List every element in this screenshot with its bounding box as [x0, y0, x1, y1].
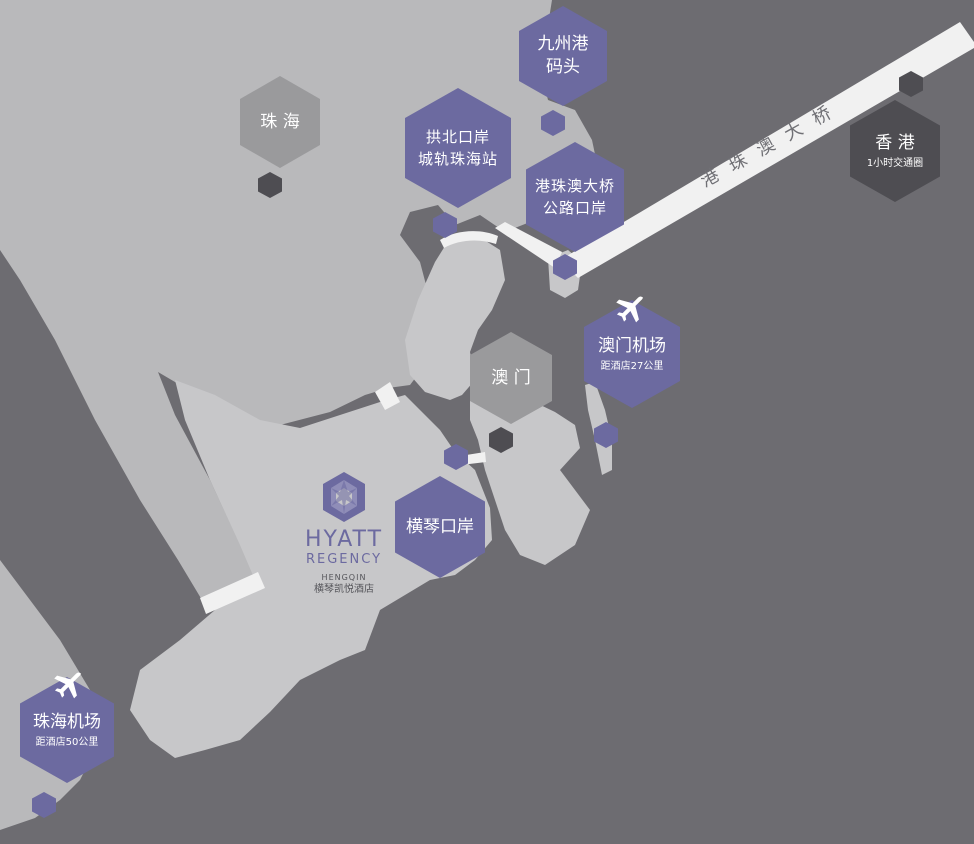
hotel-chinese-name: 横琴凯悦酒店: [314, 584, 374, 595]
airplane-icon: [616, 296, 643, 323]
zhuhai-airport-label: 珠海机场 距酒店50公里: [20, 677, 114, 783]
location-marker-icon: [594, 422, 618, 448]
hotel-subbrand: REGENCY: [305, 552, 383, 567]
macau-peninsula: [405, 236, 505, 400]
hotel-location: HENGQIN: [321, 573, 367, 582]
macau-label: 澳 门: [470, 332, 552, 424]
lotus-bridge: [375, 382, 400, 410]
hengqin-island: [130, 380, 492, 758]
location-marker-icon: [489, 427, 513, 453]
location-marker-icon: [444, 444, 468, 470]
location-marker-icon: [553, 254, 577, 280]
jiuzhou-port-label: 九州港 码头: [519, 6, 607, 106]
hengqin-port-label: 横琴口岸: [395, 476, 485, 578]
gongbei-bridge: [440, 231, 498, 248]
hyatt-logo-icon: [323, 472, 365, 522]
small-island: [165, 665, 220, 715]
bridge-connector: [495, 222, 562, 268]
airplane-icon: [54, 672, 81, 699]
hotel-brand: HYATT: [304, 527, 384, 552]
airport-road-bridge: [200, 572, 265, 614]
macau-airport-label: 澳门机场 距酒店27公里: [584, 300, 680, 408]
hotel-logo: HYATT REGENCY HENGQIN 横琴凯悦酒店: [298, 470, 390, 597]
hzmb-bridge: [560, 22, 974, 278]
location-marker-icon: [899, 71, 923, 97]
hongkong-label: 香 港 1小时交通圈: [850, 100, 940, 202]
